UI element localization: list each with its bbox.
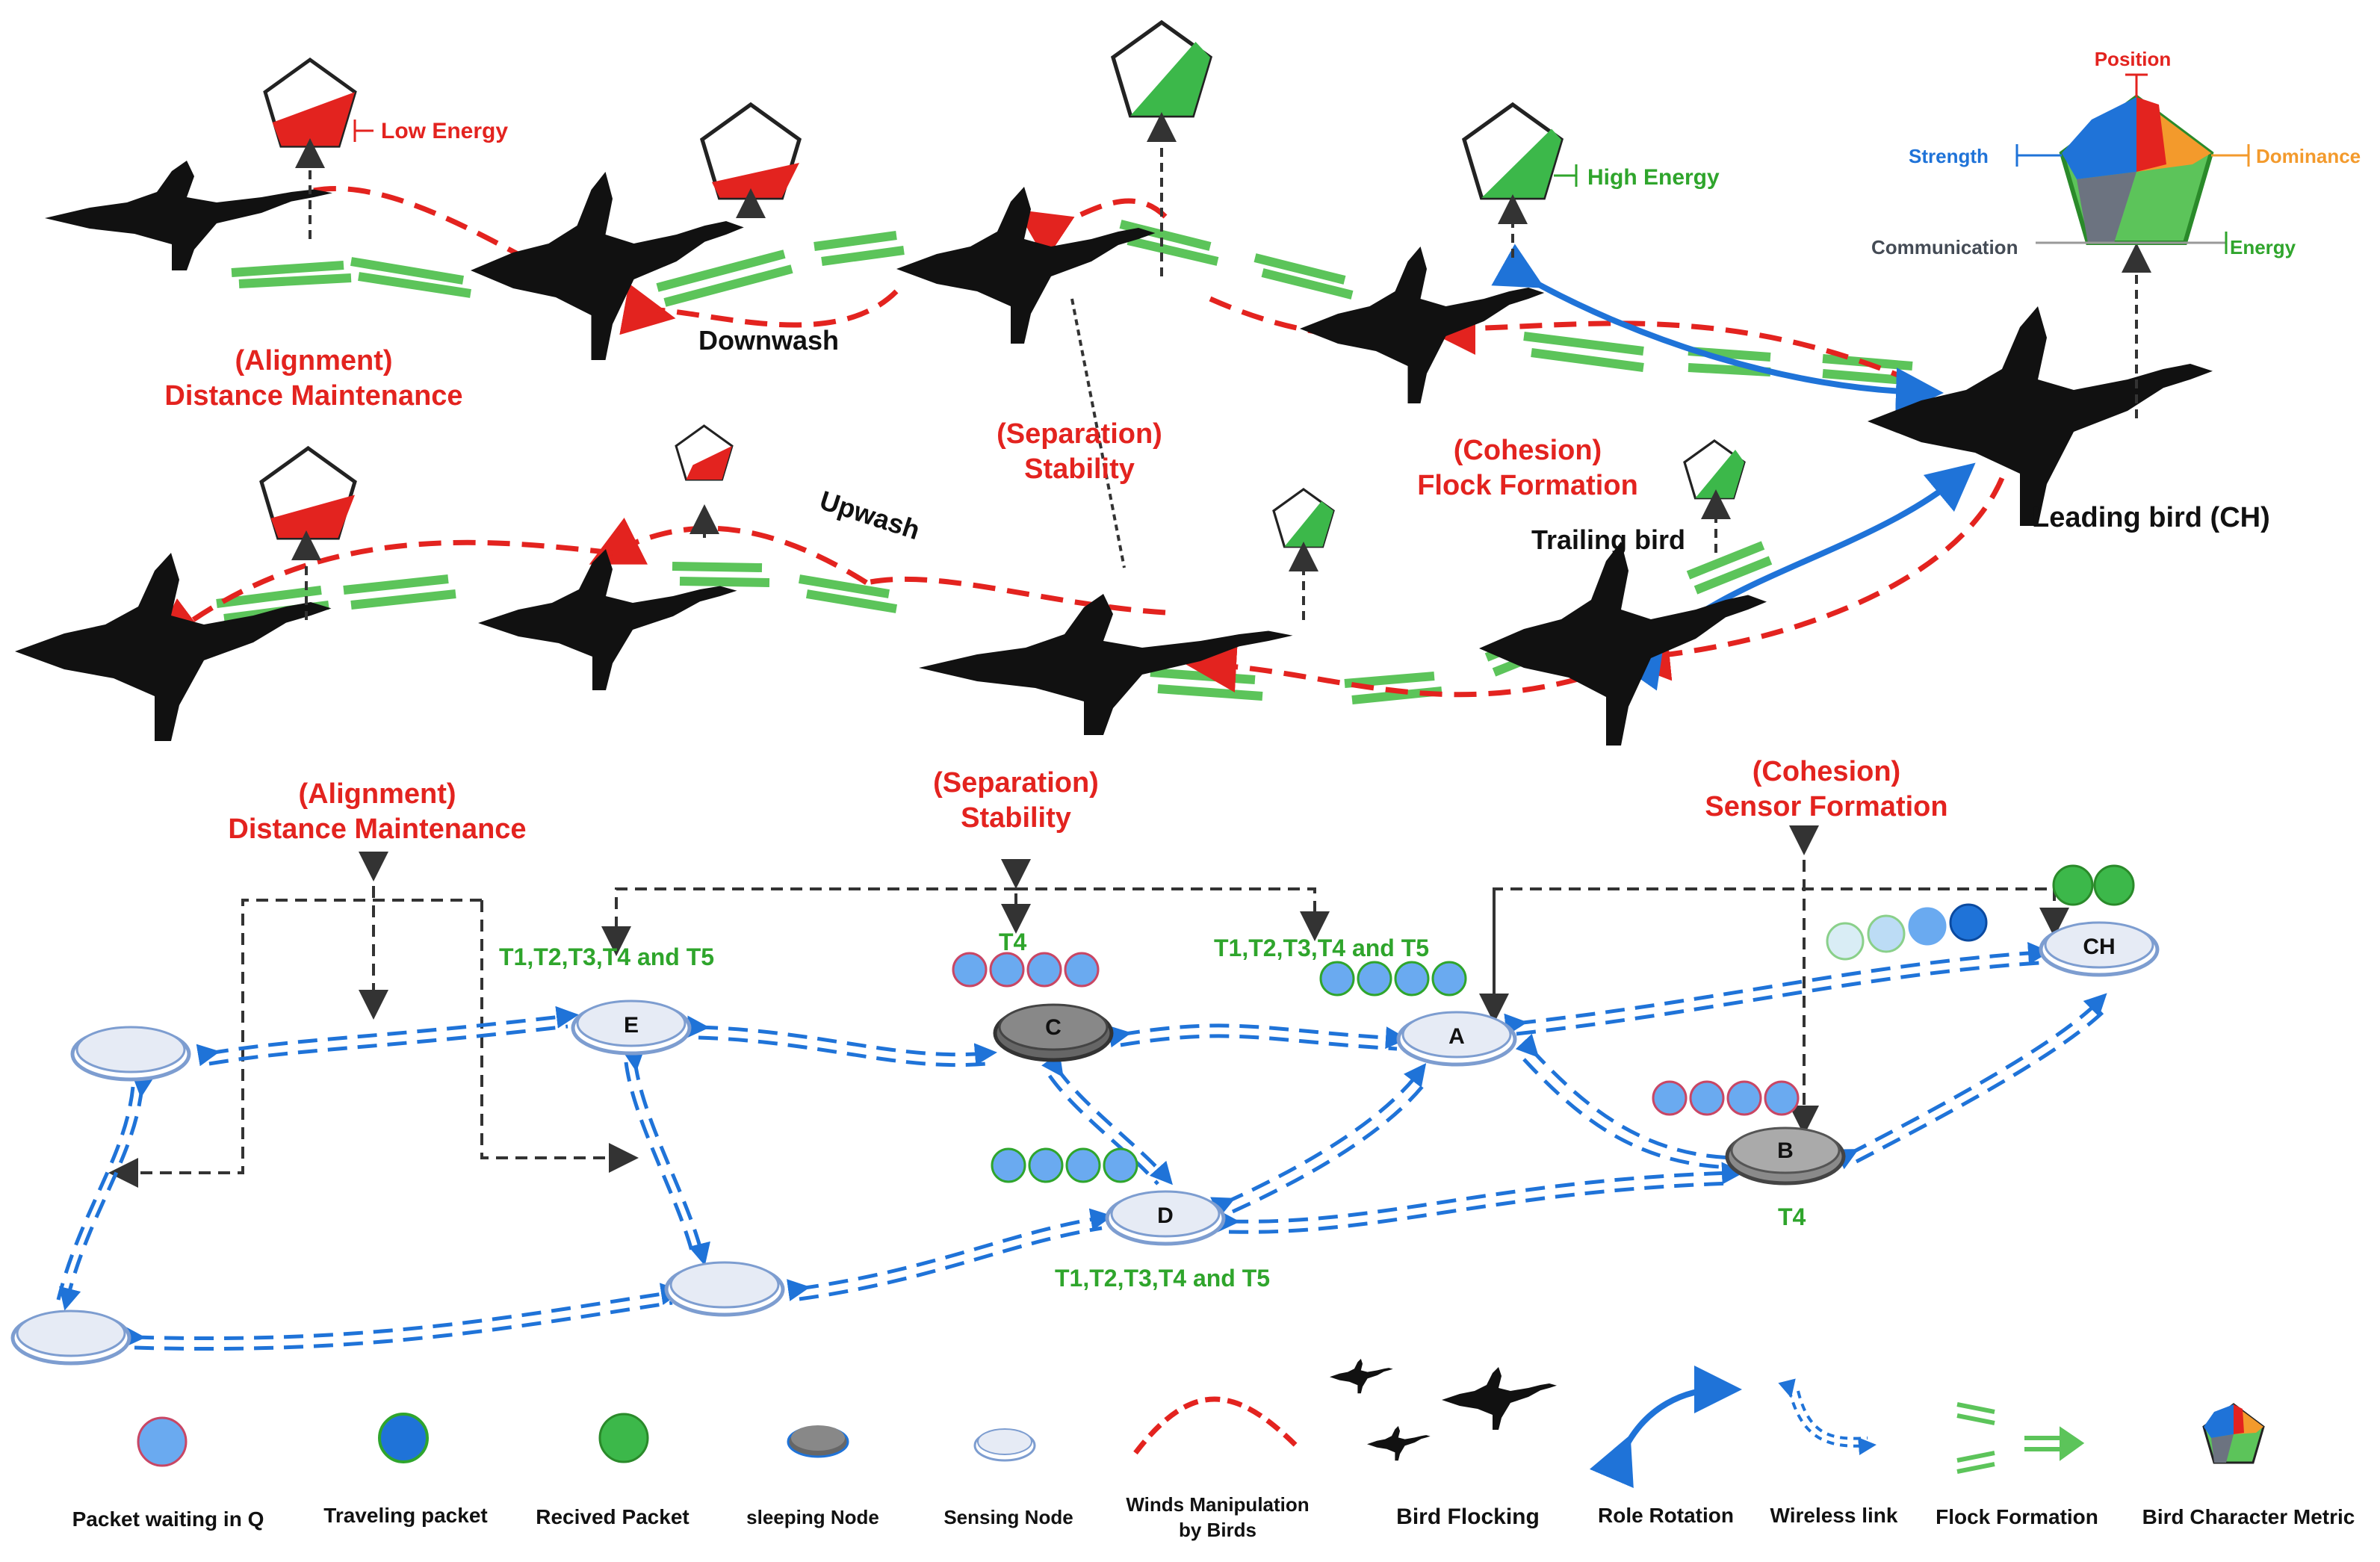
legend <box>137 1359 2265 1489</box>
legend-role-rotation-label: Role Rotation <box>1598 1504 1734 1527</box>
ch-received-packets <box>2052 864 2135 906</box>
metric-dominance-label: Dominance <box>2256 145 2361 167</box>
traveling-packets-to-ch <box>1826 903 1988 961</box>
downwash-label: Downwash <box>698 325 839 356</box>
wireless-links <box>56 942 2108 1351</box>
top-cohesion-title: (Cohesion) <box>1454 435 1602 466</box>
node-a-received-queue <box>1319 961 1467 997</box>
legend-sleeping-node-icon <box>787 1425 849 1458</box>
upwash-label: Upwash <box>816 485 924 546</box>
node-a-label: A <box>1448 1024 1465 1049</box>
energy-metric-icons <box>261 22 1746 548</box>
packet-queues <box>952 864 2135 1183</box>
legend-bird-flocking-icon <box>1330 1359 1557 1461</box>
node-d-label: D <box>1157 1203 1174 1228</box>
node-c-label: C <box>1045 1015 1062 1040</box>
unnamed-sensing-node-2 <box>664 1261 785 1317</box>
legend-packet-waiting-label: Packet waiting in Q <box>72 1507 264 1531</box>
legend-role-rotation-icon <box>1589 1366 1742 1489</box>
node-ch-label: CH <box>2083 935 2115 959</box>
net-separation-title: (Separation) <box>933 767 1099 799</box>
legend-wireless-link-icon <box>1778 1378 1877 1455</box>
high-energy-label: High Energy <box>1587 165 1720 190</box>
top-separation-subtitle: Stability <box>1024 453 1135 485</box>
pentagon-high-energy-2-icon <box>1464 105 1561 198</box>
sensing-node-e <box>571 1000 692 1056</box>
leading-bird-silhouette <box>1868 306 2213 526</box>
legend-sensing-node-icon <box>973 1428 1036 1462</box>
bird-silhouette-6 <box>15 553 332 741</box>
sensing-node-a <box>1396 1011 1517 1067</box>
bird-silhouette-3 <box>896 187 1156 344</box>
sleeping-node-b <box>1725 1126 1846 1186</box>
metric-vertical-arrows <box>291 112 2151 620</box>
metric-position-label: Position <box>2095 48 2172 70</box>
node-b-tasks: T4 <box>1778 1203 1806 1230</box>
legend-winds-label-line2: by Birds <box>1179 1519 1256 1541</box>
legend-bird-metric-icon <box>2202 1403 2265 1464</box>
leading-bird-label: Leading bird (CH) <box>2032 502 2270 533</box>
net-cohesion-title: (Cohesion) <box>1753 756 1900 787</box>
legend-traveling-packet-label: Traveling packet <box>323 1504 487 1527</box>
control-arrows <box>108 825 2069 1188</box>
sensor-nodes <box>10 921 2160 1366</box>
legend-winds-icon <box>1133 1396 1302 1455</box>
metric-communication-label: Communication <box>1871 236 2018 258</box>
pentagon-high-energy-4-icon <box>1683 439 1746 500</box>
legend-wireless-link-label: Wireless link <box>1770 1504 1898 1527</box>
low-energy-label: Low Energy <box>381 119 508 143</box>
legend-sleeping-node-label: sleeping Node <box>746 1506 879 1528</box>
top-alignment-title: (Alignment) <box>235 345 392 376</box>
pentagon-low-energy-1-icon <box>265 60 355 146</box>
legend-bird-metric-label: Bird Character Metric <box>2142 1505 2355 1528</box>
unnamed-sensing-node-3 <box>10 1310 131 1366</box>
node-d-queue <box>991 1147 1138 1183</box>
top-separation-title: (Separation) <box>997 418 1162 450</box>
pentagon-low-energy-4-icon <box>675 424 734 481</box>
legend-sensing-node-label: Sensing Node <box>943 1506 1073 1528</box>
legend-flock-formation-label: Flock Formation <box>1936 1505 2098 1528</box>
node-b-queue <box>1652 1080 1800 1116</box>
legend-received-packet-label: Recived Packet <box>536 1505 689 1528</box>
node-c-queue <box>952 952 1100 988</box>
node-a-tasks: T1,T2,T3,T4 and T5 <box>1214 935 1429 961</box>
trailing-bird-silhouette <box>1479 542 1767 746</box>
node-b-label: B <box>1777 1138 1794 1163</box>
metric-energy-label: Energy <box>2230 236 2296 258</box>
legend-flock-formation-icon <box>1956 1402 2085 1474</box>
top-cohesion-subtitle: Flock Formation <box>1417 470 1638 501</box>
legend-traveling-packet-icon <box>378 1413 429 1463</box>
node-d-tasks: T1,T2,T3,T4 and T5 <box>1055 1265 1270 1292</box>
bird-character-metric <box>2015 73 2250 254</box>
node-e-label: E <box>624 1013 639 1038</box>
legend-packet-waiting-icon <box>137 1416 188 1467</box>
sensing-node-ch <box>2039 921 2160 977</box>
node-c-tasks: T4 <box>999 929 1027 955</box>
bird-silhouette-1 <box>45 161 332 270</box>
top-alignment-subtitle: Distance Maintenance <box>164 380 462 412</box>
sensing-node-d <box>1105 1190 1226 1246</box>
pentagon-low-energy-3-icon <box>261 448 355 538</box>
legend-bird-flocking-label: Bird Flocking <box>1396 1504 1540 1529</box>
sleeping-node-c <box>993 1003 1114 1062</box>
pentagon-low-energy-2-icon <box>702 105 799 198</box>
net-separation-subtitle: Stability <box>961 802 1071 834</box>
legend-received-packet-icon <box>598 1413 649 1463</box>
energy-tick-markers <box>353 120 1578 187</box>
legend-winds-label-line1: Winds Manipulation <box>1126 1493 1309 1516</box>
net-cohesion-subtitle: Sensor Formation <box>1705 791 1947 822</box>
net-alignment-title: (Alignment) <box>298 778 456 810</box>
pentagon-high-energy-1-icon <box>1113 22 1210 116</box>
trailing-bird-label: Trailing bird <box>1531 524 1685 555</box>
metric-strength-label: Strength <box>1909 145 1989 167</box>
node-e-tasks: T1,T2,T3,T4 and T5 <box>499 943 714 970</box>
net-alignment-subtitle: Distance Maintenance <box>228 813 526 845</box>
unnamed-sensing-node-1 <box>70 1026 191 1082</box>
pentagon-high-energy-3-icon <box>1272 488 1335 548</box>
